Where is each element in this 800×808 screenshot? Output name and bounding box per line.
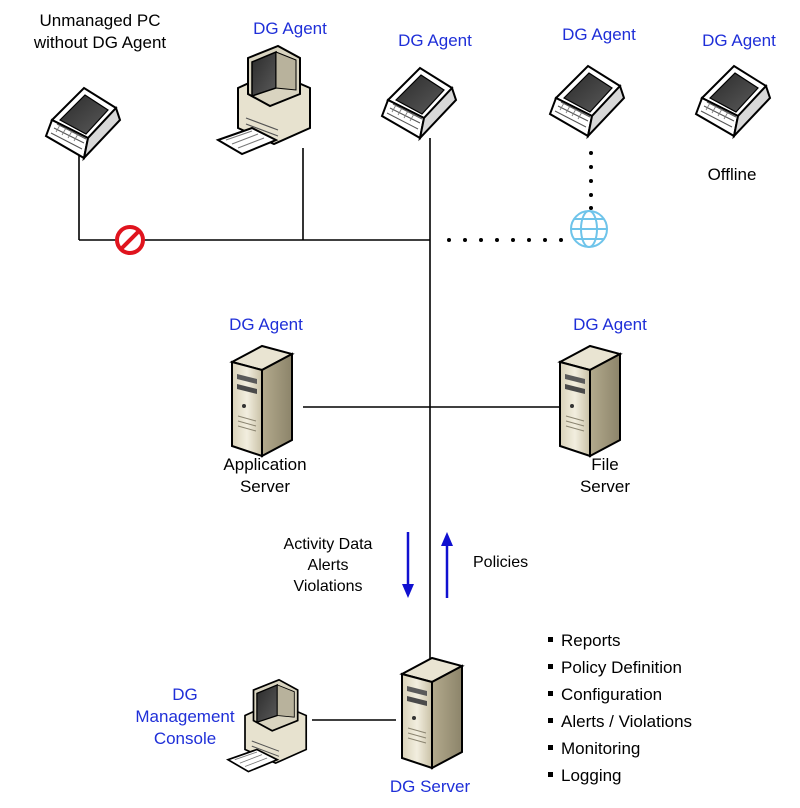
management-console-label-line3: Console — [153, 729, 217, 748]
feature-item: Monitoring — [548, 735, 692, 762]
unmanaged-pc-label: Unmanaged PC without DG Agent — [0, 10, 200, 54]
feature-item-label: Policy Definition — [561, 658, 682, 677]
dg-server-icon — [401, 657, 463, 769]
downstream-arrow — [441, 532, 453, 598]
feature-item: Alerts / Violations — [548, 708, 692, 735]
downstream-flow-label: Policies — [473, 554, 529, 571]
file-server-icon — [559, 345, 621, 457]
offline-agent-laptop-icon — [695, 65, 771, 137]
upstream-arrow — [402, 532, 414, 598]
upstream-flow-label: Activity Data Alerts Violations — [262, 534, 394, 597]
bullet-icon — [548, 718, 553, 724]
internet-dotted-link — [447, 151, 593, 242]
dg-server-label: DG Server — [389, 777, 471, 796]
remote-agent-laptop-icon — [549, 65, 625, 137]
agent-desktop-icon — [217, 45, 311, 155]
upstream-flow-line3: Violations — [293, 578, 363, 595]
bullet-icon — [548, 745, 553, 751]
feature-item-label: Reports — [561, 631, 621, 650]
management-console-label-line1: DG — [172, 685, 198, 704]
unmanaged-pc-label-line1: Unmanaged PC — [39, 11, 161, 30]
unmanaged-pc-label-line2: without DG Agent — [33, 33, 167, 52]
feature-item-label: Configuration — [561, 685, 663, 704]
globe-icon — [570, 210, 608, 248]
remote-laptop-agent-label: DG Agent — [562, 25, 636, 44]
server-feature-list: Reports Policy Definition Configuration … — [548, 627, 692, 789]
feature-item-label: Alerts / Violations — [561, 712, 693, 731]
desktop-agent-label: DG Agent — [253, 19, 327, 38]
bullet-icon — [548, 637, 553, 643]
no-entry-icon — [115, 225, 145, 255]
feature-item-label: Logging — [561, 766, 622, 785]
management-console-label: DG Management Console — [120, 684, 250, 750]
offline-status-label: Offline — [707, 165, 757, 184]
offline-laptop-agent-label: DG Agent — [702, 31, 776, 50]
application-server-icon — [231, 345, 293, 457]
agent-laptop-icon — [381, 67, 457, 139]
bullet-icon — [548, 664, 553, 670]
center-laptop-agent-label: DG Agent — [398, 31, 472, 50]
upstream-flow-line2: Alerts — [307, 557, 349, 574]
bullet-icon — [548, 691, 553, 697]
file-server-label: File Server — [530, 454, 680, 498]
application-server-agent-label: DG Agent — [229, 315, 303, 334]
bullet-icon — [548, 772, 553, 778]
feature-item: Logging — [548, 762, 692, 789]
connection-lines — [78, 138, 560, 721]
feature-item: Policy Definition — [548, 654, 692, 681]
feature-item-label: Monitoring — [561, 739, 641, 758]
file-server-label-line2: Server — [579, 477, 631, 496]
feature-item: Reports — [548, 627, 692, 654]
file-server-label-line1: File — [591, 455, 619, 474]
application-server-label-line1: Application — [223, 455, 307, 474]
application-server-label: Application Server — [190, 454, 340, 498]
upstream-flow-line1: Activity Data — [283, 536, 373, 553]
file-server-agent-label: DG Agent — [573, 315, 647, 334]
unmanaged-laptop-icon — [45, 87, 121, 159]
feature-item: Configuration — [548, 681, 692, 708]
application-server-label-line2: Server — [239, 477, 291, 496]
management-console-label-line2: Management — [135, 707, 235, 726]
